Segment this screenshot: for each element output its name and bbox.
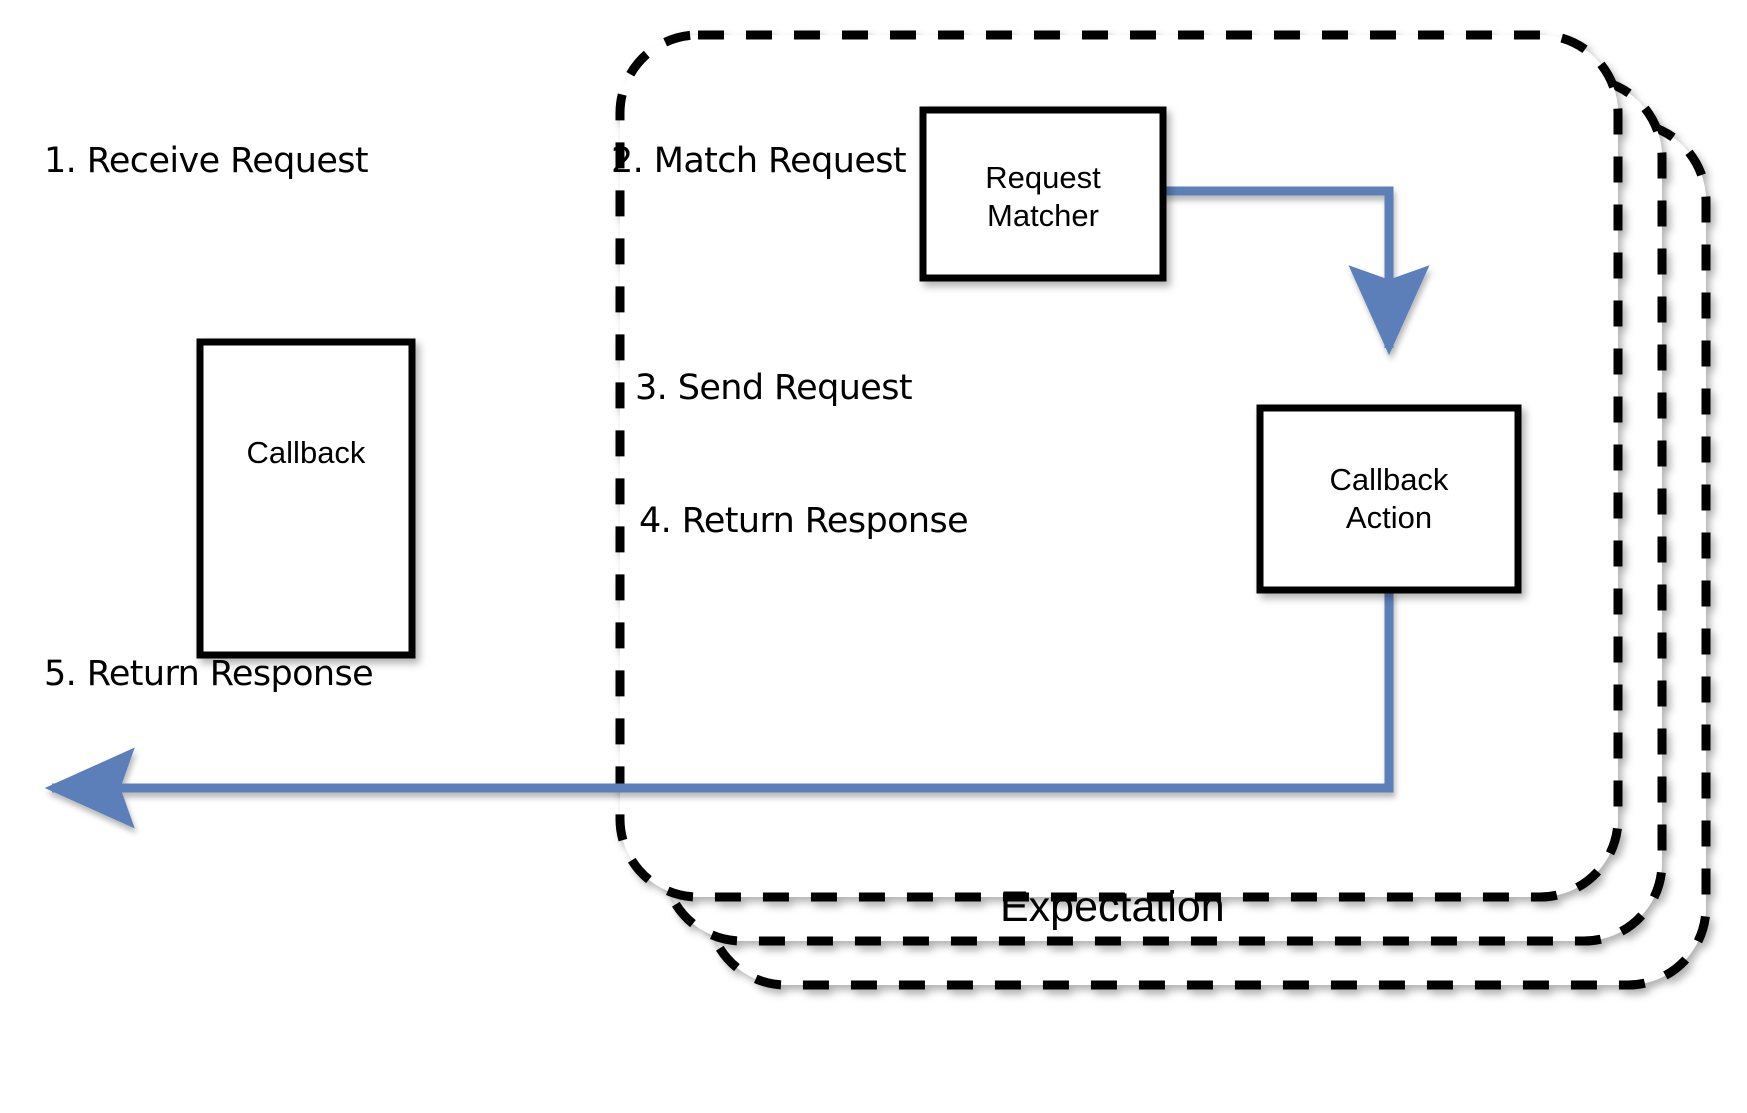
- box-label-callback-action-line2: Action: [1345, 499, 1433, 535]
- box-callback-action[interactable]: [1256, 404, 1522, 594]
- box-request-matcher[interactable]: [919, 106, 1167, 282]
- box-label-callback-action-line1: Callback: [1329, 462, 1449, 497]
- step-label-return-response-callback: 4. Return Response: [639, 501, 969, 541]
- box-label-request-matcher-line2: Matcher: [987, 197, 1099, 233]
- box-label-callback-action: Callback Action: [1260, 461, 1518, 537]
- step-label-return-response-out: 5. Return Response: [44, 654, 374, 694]
- box-label-callback: Callback: [200, 434, 412, 472]
- box-label-callback-line1: Callback: [246, 435, 366, 470]
- arrow-return-response-out: [44, 590, 1394, 829]
- box-callback[interactable]: [196, 338, 416, 659]
- step-label-receive-request: 1. Receive Request: [44, 141, 369, 181]
- step-label-send-request: 3. Send Request: [635, 368, 913, 408]
- box-label-request-matcher-line1: Request: [985, 160, 1101, 195]
- expectation-label: Expectation: [1000, 883, 1225, 931]
- arrow-matcher-to-action: [1163, 186, 1430, 356]
- box-label-request-matcher: Request Matcher: [923, 159, 1163, 235]
- step-label-match-request: 2. Match Request: [611, 141, 907, 181]
